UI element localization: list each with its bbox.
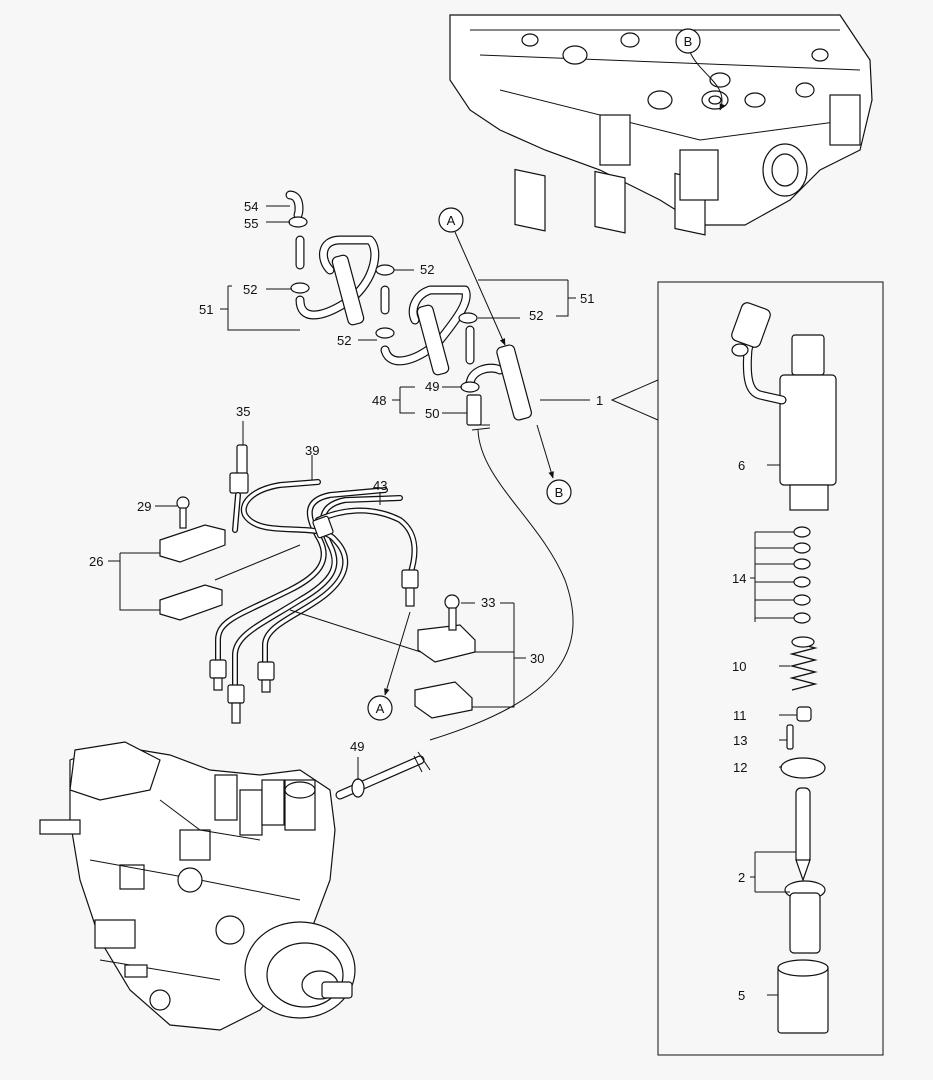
svg-text:B: B bbox=[555, 485, 564, 500]
svg-text:B: B bbox=[684, 34, 693, 49]
pipe-clamp-26 bbox=[159, 496, 226, 621]
callout-52-c: 52 bbox=[529, 308, 543, 323]
nozzle-2 bbox=[784, 787, 826, 954]
callout-43: 43 bbox=[373, 478, 387, 493]
spring-seat-11 bbox=[796, 706, 812, 722]
callout-29: 29 bbox=[137, 499, 151, 514]
callout-49-bottom: 49 bbox=[350, 739, 364, 754]
callout-33: 33 bbox=[481, 595, 495, 610]
callout-6: 6 bbox=[738, 458, 745, 473]
callout-35: 35 bbox=[236, 404, 250, 419]
hose-continuation-line bbox=[429, 429, 574, 741]
callout-49-top: 49 bbox=[425, 379, 439, 394]
callout-30: 30 bbox=[530, 651, 544, 666]
retaining-nut-5 bbox=[777, 959, 829, 1034]
ref-marker-b-top: B bbox=[675, 28, 701, 54]
callout-51-right: 51 bbox=[580, 291, 594, 306]
spring-10 bbox=[789, 636, 818, 691]
nozzle-holder-6 bbox=[731, 302, 837, 511]
callout-55: 55 bbox=[244, 216, 258, 231]
callout-11: 11 bbox=[733, 708, 747, 723]
ref-marker-b-bottom: B bbox=[546, 479, 572, 505]
callout-52-a: 52 bbox=[420, 262, 434, 277]
callout-26: 26 bbox=[89, 554, 103, 569]
svg-text:A: A bbox=[447, 213, 456, 228]
callout-48: 48 bbox=[372, 393, 386, 408]
callout-2: 2 bbox=[738, 870, 745, 885]
callout-5: 5 bbox=[738, 988, 745, 1003]
return-hose-lower bbox=[335, 751, 431, 800]
leak-off-hoses bbox=[285, 190, 533, 426]
callout-52-d: 52 bbox=[337, 333, 351, 348]
callout-52-b: 52 bbox=[243, 282, 257, 297]
svg-text:A: A bbox=[376, 701, 385, 716]
distance-piece-12 bbox=[780, 757, 826, 779]
callout-14: 14 bbox=[732, 571, 746, 586]
shims-14 bbox=[793, 526, 811, 624]
callout-1: 1 bbox=[596, 393, 603, 408]
cylinder-head-illustration bbox=[449, 14, 873, 236]
callout-51-left: 51 bbox=[199, 302, 213, 317]
pin-13 bbox=[786, 724, 794, 750]
ref-marker-a-top: A bbox=[438, 207, 464, 233]
callout-50: 50 bbox=[425, 406, 439, 421]
injector-detail-box bbox=[657, 281, 884, 1056]
ref-marker-a-bottom: A bbox=[367, 695, 393, 721]
pipe-clamp-30 bbox=[414, 594, 476, 719]
callout-labels: 54 55 52 52 51 51 52 52 49 48 50 1 35 39… bbox=[89, 199, 747, 1003]
callout-12: 12 bbox=[733, 760, 747, 775]
injection-pipes bbox=[209, 444, 431, 724]
injection-pump-illustration bbox=[39, 741, 356, 1031]
callout-54: 54 bbox=[244, 199, 258, 214]
callout-10: 10 bbox=[732, 659, 746, 674]
leader-lines bbox=[108, 205, 797, 996]
callout-13: 13 bbox=[733, 733, 747, 748]
callout-39: 39 bbox=[305, 443, 319, 458]
detail-pointer bbox=[610, 379, 659, 421]
reference-arrows bbox=[384, 51, 725, 696]
